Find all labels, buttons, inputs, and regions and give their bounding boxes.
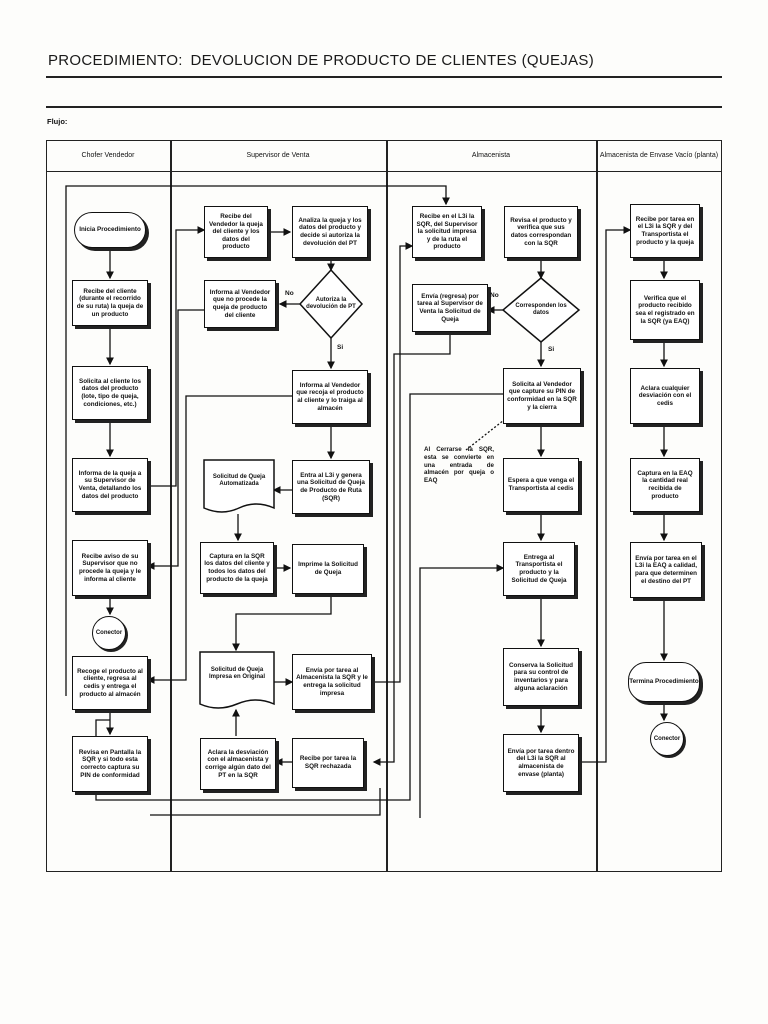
decision-corresponden: Corresponden los datos — [515, 303, 567, 316]
title-label: PROCEDIMIENTO: — [48, 52, 183, 69]
process-espera-transportista: Espera a que venga el Transportista al c… — [503, 458, 579, 512]
process-captura-eaq: Captura en la EAQ la cantidad real recib… — [630, 458, 700, 512]
process-entrega-transportista: Entrega al Transportista el producto y l… — [503, 542, 575, 596]
process-verifica-producto: Verifica que el producto recibido sea el… — [630, 280, 700, 340]
decision-corresponden-shape — [501, 277, 581, 343]
branch-no-label: No — [490, 292, 499, 299]
title-text: DEVOLUCION DE PRODUCTO DE CLIENTES (QUEJ… — [190, 52, 594, 69]
process-informa-recoja: Informa al Vendedor que recoja el produc… — [292, 370, 368, 424]
lane-divider — [170, 140, 172, 872]
connector-chofer: Conector — [92, 616, 126, 650]
process-envia-regresa: Envía (regresa) por tarea al Supervisor … — [412, 284, 488, 332]
lane-header-chofer: Chofer Vendedor — [46, 140, 170, 172]
flow-top-rule — [46, 106, 722, 108]
process-captura-sqr: Captura en la SQR los datos del cliente … — [200, 542, 274, 594]
branch-si-label: Si — [548, 346, 555, 353]
branch-si-label: Si — [337, 344, 344, 351]
process-solicita-datos: Solicita al cliente los datos del produc… — [72, 366, 148, 420]
process-recibe-tarea: Recibe por tarea en el L3i la SQR y del … — [630, 204, 700, 258]
doc-shape-auto — [203, 459, 275, 513]
decision-autoriza-shape — [298, 268, 364, 340]
lane-header-planta: Almacenista de Envase Vacío (planta) — [596, 140, 722, 172]
flow-label: Flujo: — [47, 117, 68, 126]
process-recibe-cliente: Recibe del cliente (durante el recorrido… — [72, 280, 148, 326]
end-terminal: Termina Procedimiento — [628, 662, 700, 702]
process-imprime: Imprime la Solicitud de Queja — [292, 544, 364, 594]
start-terminal: Inicia Procedimiento — [74, 212, 146, 248]
process-entra-l3i: Entra al L3i y genera una Solicitud de Q… — [292, 460, 370, 514]
process-aclara-cedis: Aclara cualquier desviación con el cedis — [630, 368, 700, 424]
process-informa-supervisor: Informa de la queja a su Supervisor de V… — [72, 458, 148, 512]
process-revisa-producto: Revisa el producto y verifica que sus da… — [504, 206, 578, 258]
doc-solicitud-automatizada: Solicitud de Queja Automatizada — [212, 474, 266, 487]
lane-header-supervisor: Supervisor de Venta — [170, 140, 386, 172]
process-aclara-desviacion: Aclara la desviación con el almacenista … — [200, 738, 276, 790]
process-recibe-aviso: Recibe aviso de su Supervisor que no pro… — [72, 540, 148, 596]
branch-no-label: No — [285, 290, 294, 297]
process-recoge-producto: Recoge el producto al cliente, regresa a… — [72, 656, 148, 710]
process-envia-calidad: Envía por tarea en el L3i la EAQ a calid… — [630, 542, 702, 598]
page-title: PROCEDIMIENTO: DEVOLUCION DE PRODUCTO DE… — [48, 52, 594, 69]
process-recibe-rechazada: Recibe por tarea la SQR rechazada — [292, 738, 364, 788]
doc-solicitud-impresa: Solicitud de Queja Impresa en Original — [208, 667, 266, 680]
lane-divider — [596, 140, 598, 872]
swimlane-frame — [46, 140, 722, 872]
process-solicita-pin: Solicita al Vendedor que capture su PIN … — [503, 368, 581, 424]
process-recibe-vendedor: Recibe del Vendedor la queja del cliente… — [204, 206, 268, 258]
note-cierre-sqr: Al Cerrarse la SQR, esta se convierte en… — [424, 446, 494, 484]
lane-divider — [386, 140, 388, 872]
lane-header-almacenista: Almacenista — [386, 140, 596, 172]
process-recibe-l3i: Recibe en el L3i la SQR, del Supervisor … — [412, 206, 482, 258]
doc-shape-impresa — [199, 651, 275, 709]
process-conserva-solicitud: Conserva la Solicitud para su control de… — [503, 648, 579, 706]
title-rule — [46, 76, 722, 78]
process-envia-planta: Envía por tarea dentro del L3i la SQR al… — [503, 734, 579, 792]
process-envia-almacenista: Envía por tarea al Almacenista la SQR y … — [292, 654, 372, 710]
process-analiza-queja: Analiza la queja y los datos del product… — [292, 206, 368, 258]
decision-autoriza: Autoriza la devolución de PT — [306, 297, 356, 310]
process-informa-no-procede: Informa al Vendedor que no procede la qu… — [204, 280, 276, 328]
process-revisa-pantalla: Revisa en Pantalla la SQR y si todo esta… — [72, 736, 148, 792]
connector-planta: Conector — [650, 722, 684, 756]
